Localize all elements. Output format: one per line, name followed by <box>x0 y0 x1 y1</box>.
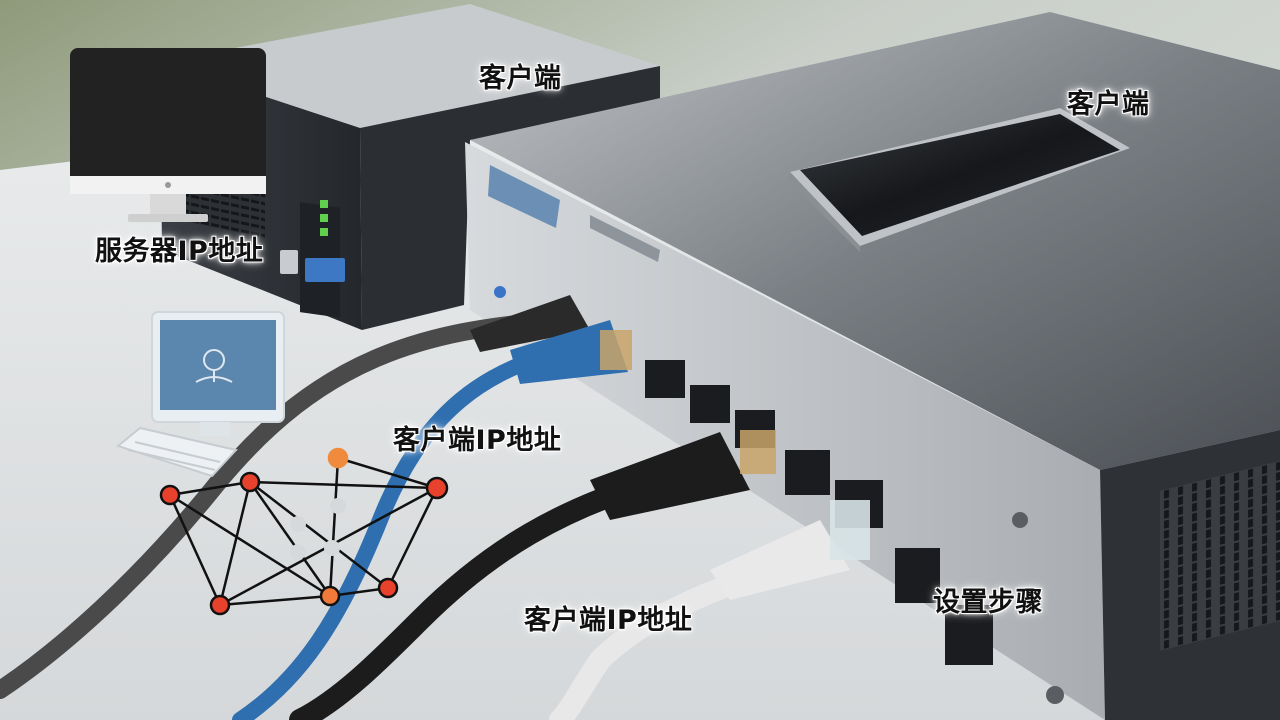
keyboard-icon <box>115 426 238 478</box>
gray-cable <box>0 311 569 699</box>
desktop-computer-icon <box>115 311 285 478</box>
client-label-top-center: 客户端 <box>479 63 562 94</box>
client-ip-label-bottom: 客户端IP地址 <box>524 605 693 636</box>
client-label-top-right: 客户端 <box>1067 89 1150 120</box>
server-ip-label: 服务器IP地址 <box>95 236 264 267</box>
client-ip-label-middle: 客户端IP地址 <box>393 425 562 456</box>
smartphone-icon <box>788 108 1130 252</box>
desktop-monitor-icon <box>70 48 266 222</box>
cable-connectors <box>470 295 870 600</box>
switch-front <box>465 142 1105 720</box>
setup-steps-label: 设置步骤 <box>933 587 1043 618</box>
network-graph-icon <box>159 447 449 616</box>
